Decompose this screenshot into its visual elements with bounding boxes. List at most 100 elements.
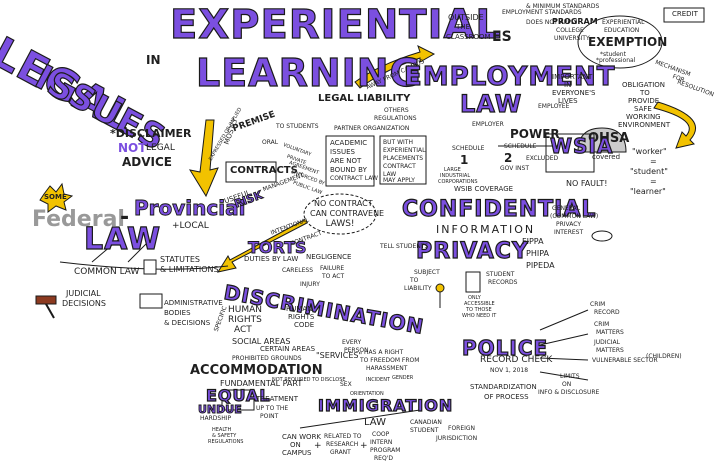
important-1: IMPORTANT	[552, 73, 593, 81]
police-branches	[539, 309, 589, 381]
human-code-2: RIGHTS	[288, 313, 315, 321]
coop-4: REQ'D	[374, 455, 393, 462]
fippa-label: FIPPA	[522, 237, 544, 246]
tell-students-label: TELL STUDENTS	[380, 243, 429, 250]
es-label: ES	[492, 29, 512, 45]
general-3: PRIVACY	[556, 221, 582, 228]
wsia-box	[545, 133, 595, 173]
judicial-1: JUDICIAL	[594, 339, 620, 346]
coop-1: COOP	[372, 431, 390, 438]
large-2: INDUSTRIAL	[440, 173, 471, 179]
bodies-label: BODIES	[164, 309, 191, 317]
phipa-label: PHIPA	[526, 249, 549, 258]
covered-label: covered	[592, 153, 621, 161]
obligation-4: SAFE	[634, 105, 652, 113]
contracts-label: CONTRACTS	[230, 165, 298, 176]
obligation-5: WORKING	[626, 113, 661, 121]
employment-law-heading: LAW	[459, 90, 523, 118]
prohibited-label: PROHIBITED GROUNDS	[232, 355, 302, 362]
every-2: PERSON	[344, 347, 369, 354]
disclaimer-not: NOT	[118, 141, 147, 155]
human-rights-2: RIGHTS	[228, 315, 262, 325]
academic-line-3: ARE NOT	[330, 157, 362, 165]
learner-quote: "learner"	[630, 187, 666, 196]
only-3: TO THOSE	[466, 307, 492, 313]
partner-org-label: PARTNER ORGANIZATION	[334, 125, 410, 132]
plus-2: +	[360, 441, 368, 451]
human-code-3: CODE	[294, 321, 315, 329]
every-5: HARASSMENT	[366, 365, 408, 372]
foreign-label: FOREIGN	[448, 425, 476, 432]
statutes-label: STATUTES	[160, 255, 200, 264]
statute-book	[143, 259, 157, 275]
related-2: RESEARCH	[326, 441, 359, 448]
some-label: SOME	[44, 193, 67, 201]
can-work-3: CAMPUS	[282, 449, 312, 457]
standardization-1: STANDARDIZATION	[470, 383, 537, 391]
records-1: STUDENT	[486, 271, 515, 278]
legal-liability-label: LEGAL LIABILITY	[318, 93, 411, 104]
every-4: TO FREEDOM FROM	[360, 357, 420, 364]
privacy-eye	[591, 230, 613, 242]
gavel-head	[35, 295, 57, 305]
employee-label: EMPLOYEE	[538, 103, 570, 110]
obligation-3: PROVIDE	[628, 97, 660, 105]
related-3: GRANT	[330, 449, 351, 456]
treatment-label: TREATMENT	[256, 395, 299, 403]
large-1: LARGE	[444, 167, 461, 173]
exp-edu-1: EXPERIENTIAL	[602, 19, 645, 26]
schedule-2-label: SCHEDULE	[504, 143, 537, 150]
credit-label: CREDIT	[672, 10, 698, 18]
provincial-label: Provincial	[134, 196, 246, 220]
no-contract-2: CAN CONTRAVENE	[310, 209, 385, 218]
regulations-label: REGULATIONS	[374, 115, 417, 122]
pipeda-label: PIPEDA	[526, 261, 555, 270]
every-1: EVERY	[342, 339, 362, 346]
general-1: GENERAL	[552, 205, 581, 212]
children-label: (CHILDREN)	[646, 353, 682, 360]
health-1: HEALTH	[212, 427, 232, 433]
subject-2: TO	[410, 277, 419, 284]
records-doc	[465, 271, 481, 293]
outside-label: OUTSIDE	[448, 13, 484, 22]
crim-record-2: RECORD	[594, 309, 620, 316]
disclaimer-legal: LEGAL	[146, 143, 175, 153]
immigration-law-label: LAW	[364, 417, 386, 428]
experiential-box	[379, 135, 427, 185]
equals-2: =	[650, 177, 657, 186]
can-work-2: ON	[290, 441, 301, 449]
employment-stds-label: EMPLOYMENT STANDARDS	[502, 9, 582, 16]
judicial-label: JUDICIAL	[66, 289, 101, 298]
obligation-1: OBLIGATION	[622, 81, 666, 89]
federal-dash: -	[120, 205, 130, 230]
up-to-2: POINT	[260, 413, 279, 420]
oral-label: ORAL	[262, 139, 279, 146]
police-heading: POLICE	[461, 336, 549, 360]
failure-label: FAILURE	[320, 265, 345, 272]
schedule-1-label: SCHEDULE	[452, 145, 485, 152]
privacy-heading: PRIVACY	[415, 239, 529, 264]
academic-line-5: CONTRACT LAW	[330, 175, 378, 182]
schedule-1-number: 1	[460, 153, 469, 167]
record-check-label: RECORD CHECK	[480, 355, 553, 365]
experiential-line-6: MAY APPLY	[383, 177, 415, 184]
the-label: THE	[456, 23, 470, 31]
limits-3: INFO & DISCLOSURE	[538, 389, 600, 396]
accommodation-label: ACCOMMODATION	[190, 363, 323, 378]
limits-1: LIMITS	[560, 373, 580, 380]
no-contract-cloud	[303, 193, 377, 235]
academic-line-4: BOUND BY	[330, 166, 367, 174]
no-contract-3: LAWS!	[325, 219, 355, 229]
mostly-arrow	[188, 119, 219, 198]
academic-box	[325, 135, 375, 187]
hardship-label: HARDSHIP	[200, 415, 232, 422]
large-3: CORPORATIONS	[438, 179, 478, 185]
to-act-label: TO ACT	[322, 273, 345, 280]
professional-note: *professional	[596, 57, 636, 64]
experiential-line-2: EXPERIENTIAL	[383, 147, 426, 154]
power-label: POWER	[510, 127, 560, 141]
sex-label: SEX	[340, 381, 352, 388]
credit-tag	[663, 7, 705, 23]
